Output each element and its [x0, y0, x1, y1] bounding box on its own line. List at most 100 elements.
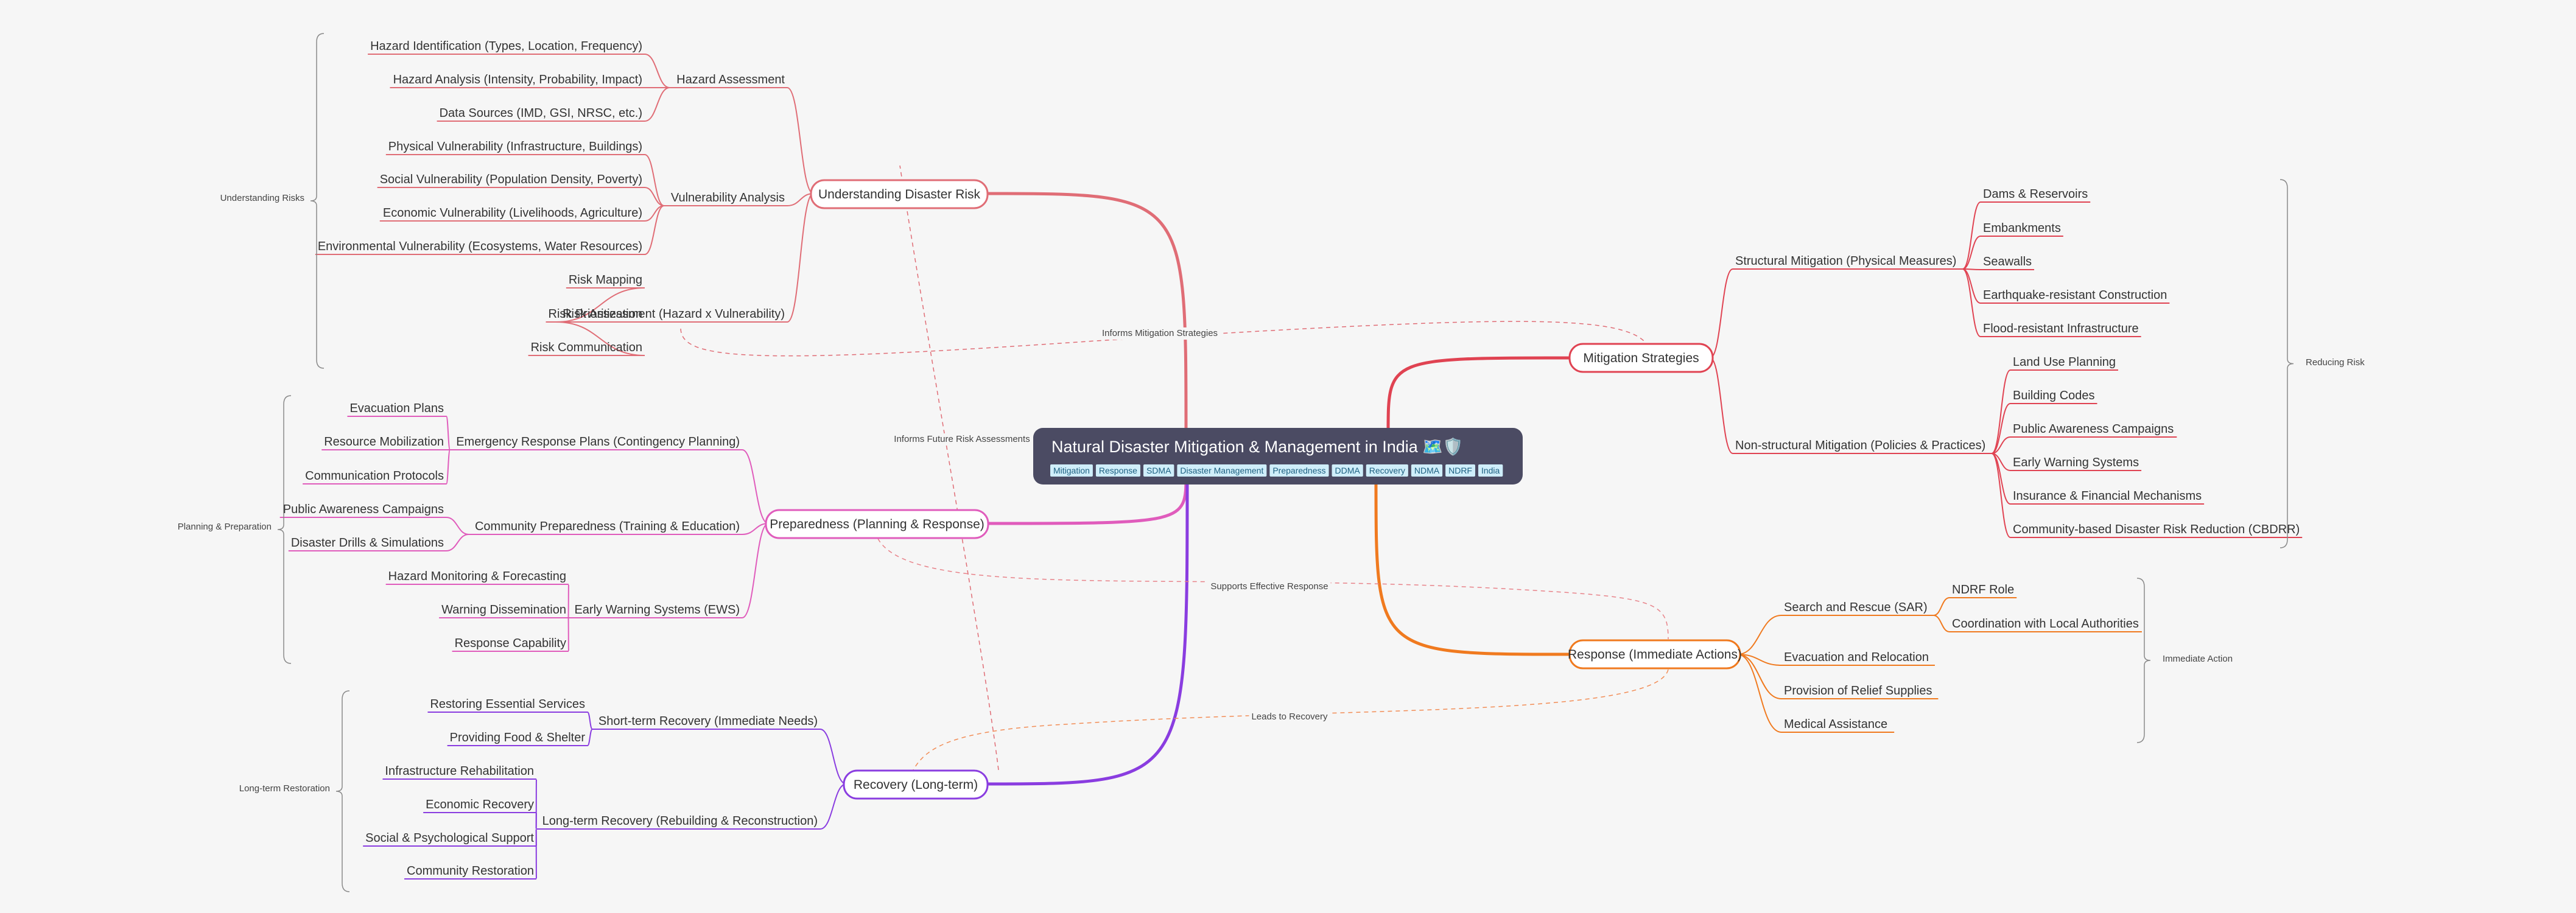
leaf-hazard-monitoring-forecasting[interactable]: Hazard Monitoring & Forecasting [388, 570, 566, 583]
leaf-warning-dissemination[interactable]: Warning Dissemination [441, 603, 566, 617]
tag-chip [1411, 464, 1443, 477]
relationship-label-supports-effective-response[interactable]: Supports Effective Response [1210, 581, 1328, 592]
leaf-environmental-vulnerability-ecosystems-water-resources[interactable]: Environmental Vulnerability (Ecosystems,… [318, 240, 642, 253]
tag-label: Mitigation [1053, 466, 1090, 475]
subtopic-non-structural-mitigation-policies-practices[interactable]: Non-structural Mitigation (Policies & Pr… [1735, 439, 1985, 452]
summary-label-response[interactable]: Immediate Action [2163, 654, 2233, 664]
leaf-early-warning-systems[interactable]: Early Warning Systems [2013, 456, 2139, 469]
leaf-public-awareness-campaigns[interactable]: Public Awareness Campaigns [283, 503, 444, 516]
leaf-embankments[interactable]: Embankments [1983, 222, 2061, 235]
leaf-providing-food-shelter[interactable]: Providing Food & Shelter [450, 731, 586, 744]
tag-label: Recovery [1369, 466, 1405, 475]
main-topic-mitigation[interactable]: Mitigation Strategies [1568, 343, 1714, 373]
relationship-line-3[interactable] [877, 538, 1669, 640]
subtopic-long-term-recovery-rebuilding-reconstruction[interactable]: Long-term Recovery (Rebuilding & Reconst… [542, 814, 818, 828]
subtopic-emergency-response-plans-contingency-planning[interactable]: Emergency Response Plans (Contingency Pl… [456, 435, 740, 449]
root-topic[interactable]: Natural Disaster Mitigation & Management… [1033, 428, 1523, 484]
leaf-seawalls[interactable]: Seawalls [1983, 255, 2032, 268]
relationship-line-4[interactable] [913, 669, 1669, 771]
main-topic-response[interactable]: Response (Immediate Actions) [1568, 639, 1742, 670]
tag-preparedness[interactable]: Preparedness [1269, 464, 1329, 477]
tag-disaster-management[interactable]: Disaster Management [1177, 464, 1267, 477]
summary-brace-recovery [335, 690, 350, 892]
subtopic-early-warning-systems-ews[interactable]: Early Warning Systems (EWS) [574, 603, 740, 617]
subtopic-structural-mitigation-physical-measures[interactable]: Structural Mitigation (Physical Measures… [1735, 254, 1956, 268]
subtopic-medical-assistance[interactable]: Medical Assistance [1784, 718, 1887, 731]
subtopic-connector [742, 523, 769, 535]
tag-response[interactable]: Response [1095, 464, 1140, 477]
main-topic-mitigation-label: Mitigation Strategies [1583, 351, 1699, 365]
leaf-community-based-disaster-risk-reduction-cbdrr[interactable]: Community-based Disaster Risk Reduction … [2013, 523, 2300, 536]
subtopic-short-term-recovery-immediate-needs[interactable]: Short-term Recovery (Immediate Needs) [598, 715, 818, 728]
subtopic-search-and-rescue-sar[interactable]: Search and Rescue (SAR) [1784, 601, 1928, 614]
leaf-connector [587, 729, 593, 746]
tag-recovery[interactable]: Recovery [1366, 464, 1408, 477]
leaf-public-awareness-campaigns[interactable]: Public Awareness Campaigns [2013, 422, 2174, 436]
tag-ddma[interactable]: DDMA [1332, 464, 1363, 477]
leaf-coordination-with-local-authorities[interactable]: Coordination with Local Authorities [1952, 617, 2139, 631]
leaf-response-capability[interactable]: Response Capability [455, 637, 566, 650]
relationship-label-informs-future-risk-assessments[interactable]: Informs Future Risk Assessments [894, 434, 1030, 444]
leaf-resource-mobilization[interactable]: Resource Mobilization [324, 435, 444, 449]
leaf-ndrf-role[interactable]: NDRF Role [1952, 583, 2014, 596]
leaf-connector [1933, 615, 1950, 632]
leaf-economic-recovery[interactable]: Economic Recovery [426, 798, 534, 811]
subtopic-risk-assessment-hazard-x-vulnerability[interactable]: Risk Assessment (Hazard x Vulnerability) [563, 307, 785, 321]
tag-sdma[interactable]: SDMA [1143, 464, 1174, 477]
main-topic-recovery[interactable]: Recovery (Long-term) [843, 769, 989, 800]
leaf-communication-protocols[interactable]: Communication Protocols [305, 469, 444, 483]
leaf-restoring-essential-services[interactable]: Restoring Essential Services [430, 698, 585, 711]
subtopic-evacuation-and-relocation[interactable]: Evacuation and Relocation [1784, 651, 1929, 664]
leaf-dams-reservoirs[interactable]: Dams & Reservoirs [1983, 187, 2088, 201]
leaf-connector [567, 584, 569, 618]
relationship-line-1[interactable] [680, 321, 1644, 357]
leaf-infrastructure-rehabilitation[interactable]: Infrastructure Rehabilitation [385, 764, 534, 778]
leaf-insurance-financial-mechanisms[interactable]: Insurance & Financial Mechanisms [2013, 489, 2202, 503]
leaf-physical-vulnerability-infrastructure-buildings[interactable]: Physical Vulnerability (Infrastructure, … [388, 140, 642, 153]
leaf-connector [446, 517, 469, 535]
summary-label-mitigation[interactable]: Reducing Risk [2306, 357, 2365, 368]
tag-chip [1050, 464, 1093, 477]
subtopic-vulnerability-analysis[interactable]: Vulnerability Analysis [671, 191, 785, 205]
leaf-community-restoration[interactable]: Community Restoration [407, 864, 534, 878]
leaf-flood-resistant-infrastructure[interactable]: Flood-resistant Infrastructure [1983, 322, 2139, 335]
leaf-data-sources-imd-gsi-nrsc-etc[interactable]: Data Sources (IMD, GSI, NRSC, etc.) [440, 107, 642, 120]
leaf-building-codes[interactable]: Building Codes [2013, 389, 2095, 402]
leaf-connector [555, 287, 645, 323]
subtopic-connector [742, 449, 769, 524]
leaf-risk-mapping[interactable]: Risk Mapping [569, 273, 642, 287]
relationship-label-informs-mitigation-strategies[interactable]: Informs Mitigation Strategies [1102, 328, 1218, 338]
relationship-line-2[interactable] [899, 165, 999, 771]
tag-ndrf[interactable]: NDRF [1445, 464, 1475, 477]
leaf-connector [1962, 268, 1981, 337]
tag-ndma[interactable]: NDMA [1411, 464, 1443, 477]
relationship-label-leads-to-recovery[interactable]: Leads to Recovery [1251, 712, 1328, 722]
summary-label-preparedness[interactable]: Planning & Preparation [178, 522, 272, 532]
summary-label-understanding[interactable]: Understanding Risks [220, 193, 304, 203]
leaf-social-vulnerability-population-density-poverty[interactable]: Social Vulnerability (Population Density… [380, 173, 642, 186]
leaf-economic-vulnerability-livelihoods-agriculture[interactable]: Economic Vulnerability (Livelihoods, Agr… [383, 206, 642, 220]
subtopic-provision-of-relief-supplies[interactable]: Provision of Relief Supplies [1784, 684, 1932, 698]
subtopic-hazard-assessment[interactable]: Hazard Assessment [676, 73, 785, 86]
leaf-earthquake-resistant-construction[interactable]: Earthquake-resistant Construction [1983, 289, 2167, 302]
main-topic-understanding[interactable]: Understanding Disaster Risk [810, 179, 989, 209]
node-layer: Understanding Disaster Risk Hazard Assess… [178, 40, 2365, 878]
leaf-risk-communication[interactable]: Risk Communication [531, 341, 642, 354]
tag-india[interactable]: India [1478, 464, 1503, 477]
leaf-risk-prioritization[interactable]: Risk Prioritization [549, 307, 642, 321]
main-topic-preparedness[interactable]: Preparedness (Planning & Response) [765, 509, 989, 539]
leaf-disaster-drills-simulations[interactable]: Disaster Drills & Simulations [291, 536, 444, 550]
summary-brace-preparedness [277, 395, 292, 664]
leaf-land-use-planning[interactable]: Land Use Planning [2013, 355, 2116, 369]
leaf-connector [1933, 597, 1950, 616]
leaf-connector [1991, 369, 2011, 454]
leaf-social-psychological-support[interactable]: Social & Psychological Support [365, 831, 534, 845]
leaf-hazard-analysis-intensity-probability-impact[interactable]: Hazard Analysis (Intensity, Probability,… [393, 73, 642, 86]
leaf-evacuation-plans[interactable]: Evacuation Plans [349, 402, 444, 415]
tag-label: Disaster Management [1180, 466, 1263, 475]
subtopic-community-preparedness-training-education[interactable]: Community Preparedness (Training & Educa… [475, 520, 740, 533]
tag-chip [1177, 464, 1267, 477]
tag-mitigation[interactable]: Mitigation [1050, 464, 1093, 477]
leaf-hazard-identification-types-location-frequency[interactable]: Hazard Identification (Types, Location, … [370, 40, 642, 53]
summary-label-recovery[interactable]: Long-term Restoration [239, 783, 330, 794]
